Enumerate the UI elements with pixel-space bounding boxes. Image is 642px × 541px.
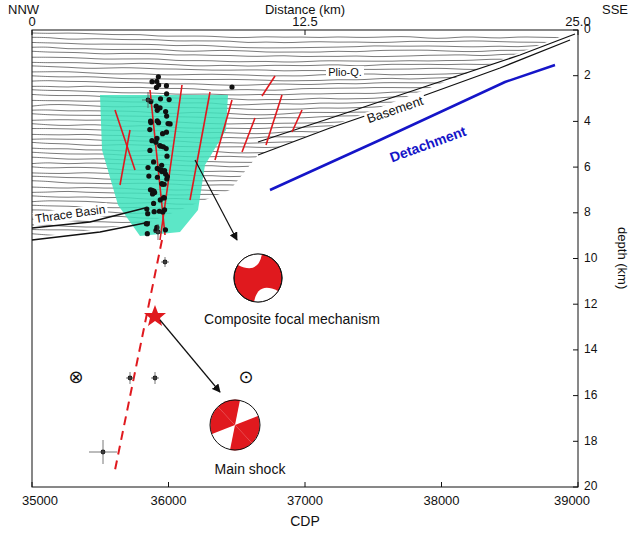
fault-lines: [115, 76, 302, 240]
annotation-label: Composite focal mechanism: [204, 312, 380, 327]
axis-label: 16: [584, 389, 597, 402]
axis-label: 12: [584, 298, 597, 311]
main-shock-beachball: [210, 400, 260, 451]
detachment-line: [270, 65, 555, 190]
axis-label: 8: [584, 206, 591, 219]
axis-label: 4: [584, 115, 591, 128]
axis-label: CDP: [290, 514, 320, 529]
main-fault: [115, 240, 162, 470]
axis-ticks: [32, 30, 578, 487]
annotation-label: Detachment: [386, 123, 470, 166]
axis-label: depth (km): [615, 227, 629, 289]
hypocenters: [89, 74, 235, 464]
axis-label: 0: [584, 23, 591, 36]
axis-label: 39000: [554, 494, 590, 508]
annotation-label: Main shock: [215, 462, 286, 477]
leader-arrows: [160, 160, 237, 392]
horizons: [32, 34, 575, 240]
axis-label: 14: [584, 343, 597, 356]
axis-label: 6: [584, 161, 591, 174]
axis-label: 20: [584, 480, 597, 493]
axis-label: 0: [28, 15, 35, 29]
plot-frame: [32, 30, 578, 487]
axis-label: 18: [584, 435, 597, 448]
composite-beachball: [234, 254, 282, 303]
motion-symbol: ⊗: [68, 368, 83, 388]
axis-label: 12.5: [292, 15, 317, 29]
annotation-label: Plio-Q.: [326, 66, 364, 78]
axis-label: 38000: [423, 494, 459, 508]
axis-label: SSE: [602, 3, 628, 17]
axis-label: 37000: [287, 494, 323, 508]
annotation-label: Thrace Basin: [32, 203, 108, 226]
axis-label: 36000: [150, 494, 186, 508]
axis-label: 35000: [22, 494, 58, 508]
motion-symbol: ⊙: [238, 368, 253, 388]
axis-label: 10: [584, 252, 597, 265]
axis-label: 2: [584, 69, 591, 82]
